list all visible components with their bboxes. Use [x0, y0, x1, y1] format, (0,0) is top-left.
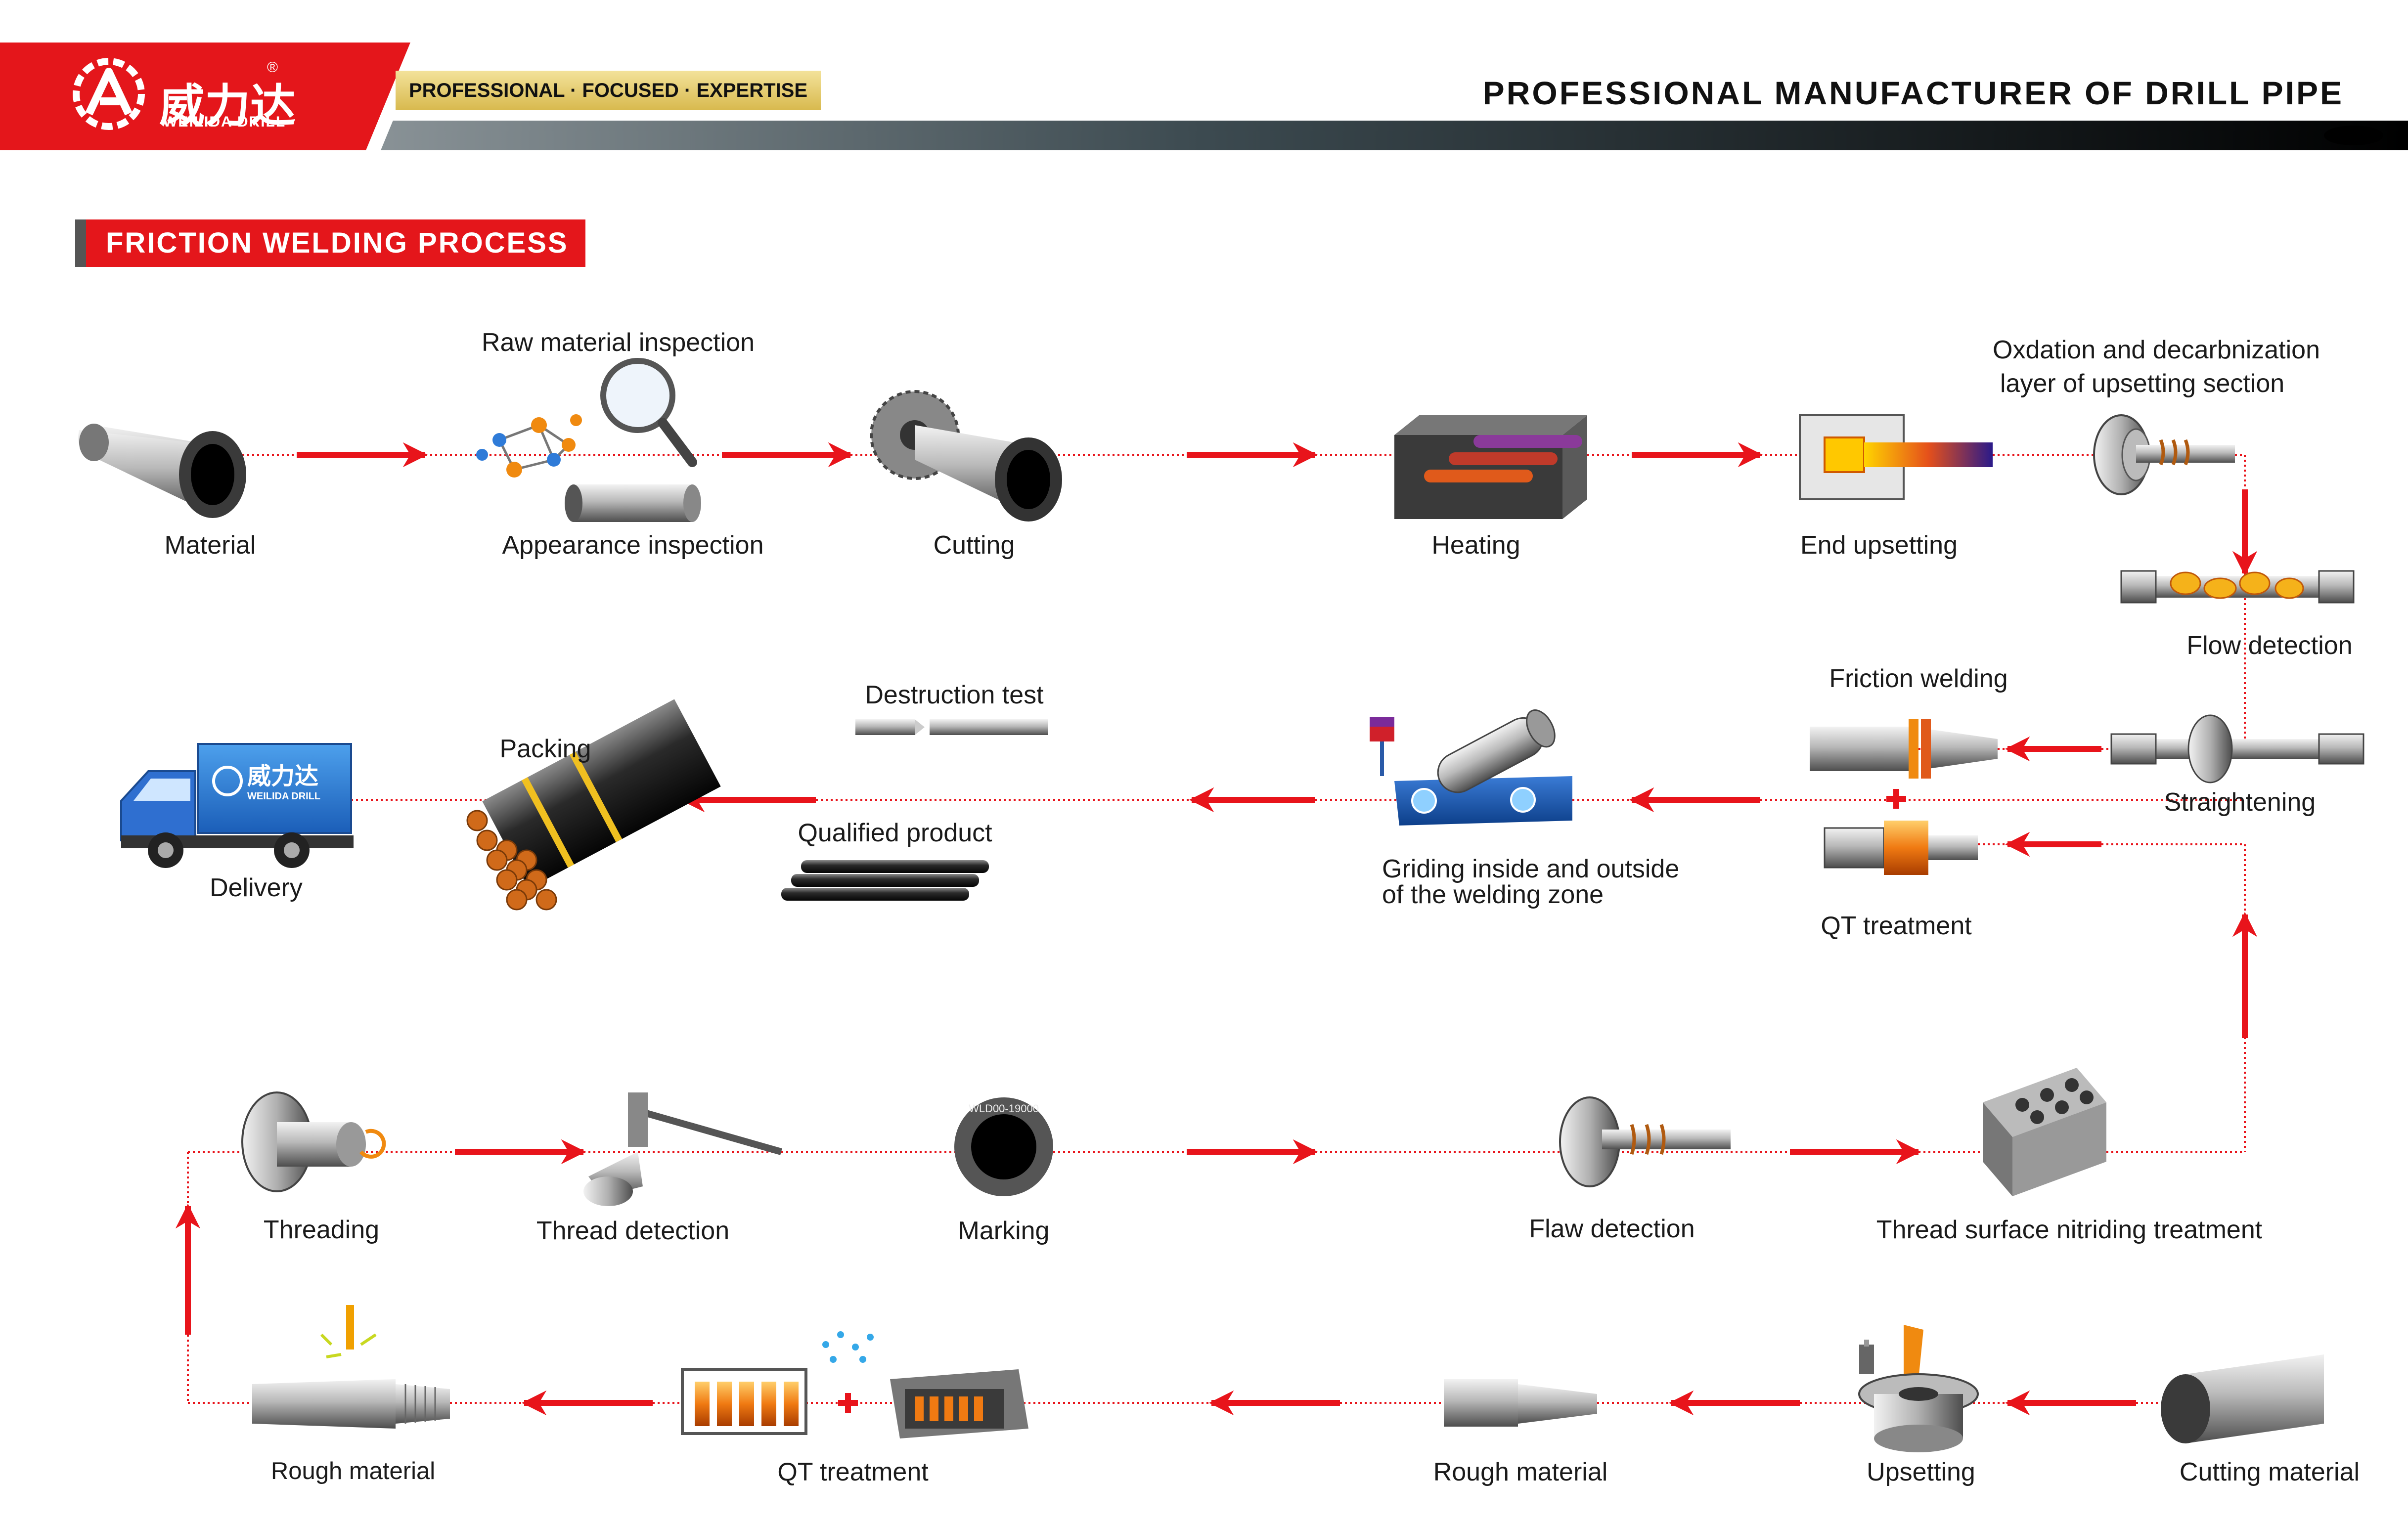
oxidation-upsetting-section-icon — [2093, 414, 2235, 495]
qt-treatment-top-icon — [1824, 821, 1978, 875]
cutting-saw-icon — [870, 390, 1062, 522]
brand-logo-en: WEILIDA DRILL — [163, 114, 286, 130]
label-end-upsetting: End upsetting — [1800, 531, 1958, 560]
header-title: PROFESSIONAL MANUFACTURER OF DRILL PIPE — [1482, 75, 2344, 111]
qualified-product-pipes-icon — [781, 860, 989, 901]
label-rough-material-mid: Rough material — [1433, 1458, 1608, 1486]
label-cutting-material: Cutting material — [2179, 1458, 2360, 1486]
brand-logo-cn: 威力达 — [159, 81, 296, 131]
label-grinding-line2: of the welding zone — [1382, 880, 1604, 909]
label-qualified-product: Qualified product — [798, 819, 992, 847]
label-raw-material-inspection: Raw material inspection — [481, 328, 755, 357]
registered-mark: ® — [267, 59, 278, 76]
section-title: FRICTION WELDING PROCESS — [75, 219, 585, 267]
delivery-truck-icon — [120, 743, 354, 868]
raw-material-inspection-icon — [476, 358, 697, 478]
label-cutting: Cutting — [933, 531, 1015, 560]
header-slogan: PROFESSIONAL · FOCUSED · EXPERTISE — [396, 71, 821, 110]
thread-detection-caliper-icon — [583, 1092, 782, 1206]
label-marking: Marking — [958, 1217, 1050, 1245]
brand-logo-icon — [73, 58, 145, 130]
label-oxidation-line1: Oxdation and decarbnization — [1993, 336, 2320, 364]
label-nitriding: Thread surface nitriding treatment — [1876, 1216, 2263, 1244]
appearance-inspection-pipe-icon — [565, 484, 701, 522]
label-qt-treatment-top: QT treatment — [1821, 912, 1972, 940]
straightening-icon — [2110, 714, 2364, 784]
plus-icon — [1886, 789, 1906, 809]
header-bar — [0, 121, 2408, 150]
upsetting-machine-icon — [1858, 1325, 1979, 1452]
truck-logo-en: WEILIDA DRILL — [247, 791, 321, 802]
flaw-detection-icon — [1559, 1096, 1731, 1187]
qt-treatment-bottom-furnace-icon — [681, 1331, 1028, 1438]
label-flaw-detection: Flaw detection — [1529, 1215, 1695, 1243]
truck-logo-text: 威力达 — [247, 763, 319, 789]
nitriding-box-icon — [1983, 1068, 2106, 1196]
end-upsetting-die-icon — [1799, 414, 1993, 500]
header — [0, 43, 2408, 150]
plus-icon-bottom — [838, 1393, 858, 1413]
label-grinding-line1: Griding inside and outside — [1382, 855, 1680, 883]
label-oxidation-line2: layer of upsetting section — [2000, 369, 2285, 398]
cutting-material-bar-icon — [2161, 1354, 2324, 1443]
label-appearance-inspection: Appearance inspection — [502, 531, 764, 560]
flow-arrows — [175, 442, 2258, 1416]
label-packing: Packing — [499, 735, 591, 763]
heating-furnace-icon — [1394, 415, 1587, 519]
flow-detection-icon — [2120, 570, 2355, 604]
label-threading: Threading — [263, 1216, 380, 1244]
label-material: Material — [164, 531, 256, 560]
label-rough-material-left: Rough material — [270, 1458, 436, 1484]
grinding-machine-icon — [1370, 709, 1572, 826]
threading-icon — [241, 1091, 386, 1192]
label-thread-detection: Thread detection — [536, 1217, 730, 1245]
marking-disc-icon: WLD00-19000 — [954, 1097, 1053, 1196]
label-straightening: Straightening — [2164, 788, 2316, 817]
rough-material-mid-icon — [1444, 1379, 1597, 1427]
friction-welding-icon — [1810, 719, 1998, 779]
marking-stamp-text: WLD00-19000 — [969, 1102, 1039, 1115]
rough-material-left-icon — [252, 1305, 450, 1429]
label-destruction-test: Destruction test — [865, 681, 1044, 709]
label-upsetting: Upsetting — [1867, 1458, 1975, 1486]
destruction-test-bar-icon — [855, 719, 1048, 735]
label-qt-treatment-bottom: QT treatment — [777, 1458, 929, 1486]
material-pipe-icon — [78, 424, 246, 518]
label-flow-detection: Flow detection — [2186, 631, 2353, 660]
label-friction-welding: Friction welding — [1829, 664, 2008, 693]
packing-bundle-icon — [466, 699, 721, 911]
label-delivery: Delivery — [210, 873, 303, 902]
label-heating: Heating — [1431, 531, 1520, 560]
